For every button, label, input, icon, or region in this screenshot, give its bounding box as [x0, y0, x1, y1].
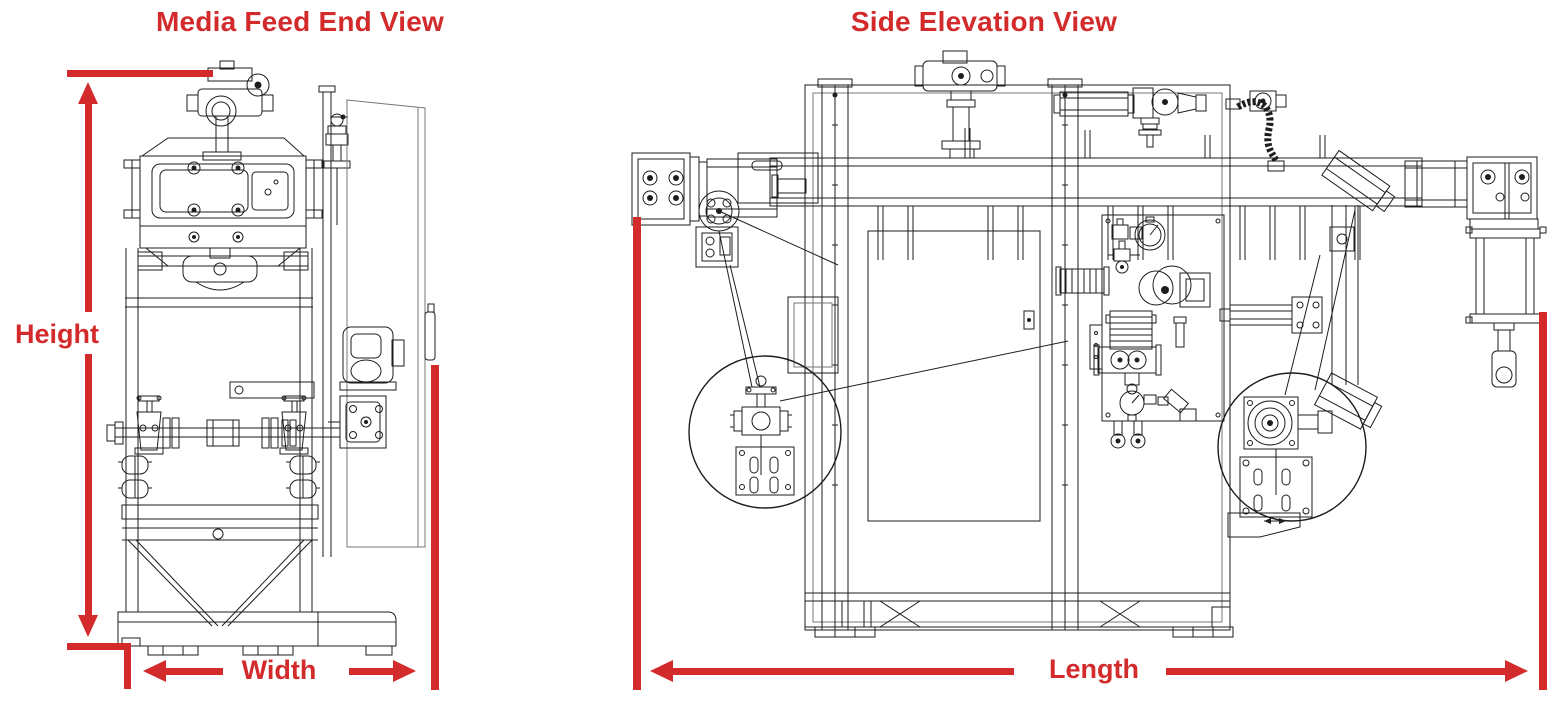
height-dimension-line-lower — [85, 354, 92, 616]
length-label: Length — [1049, 654, 1139, 684]
side-motor-and-gearbox — [328, 326, 405, 449]
media-pipe-beam — [737, 128, 1423, 260]
height-dimension-line-upper — [85, 102, 92, 312]
feed-housing — [123, 137, 323, 249]
gearmotor-detail-circle — [1217, 372, 1383, 522]
media-feed-end-line-drawing — [106, 60, 436, 656]
side-door-panel — [318, 85, 436, 557]
bearing-band-and-discharge — [137, 247, 309, 291]
relief-valve — [323, 113, 351, 225]
pipe-saddle-clamps — [118, 455, 320, 499]
mid-right-pipe — [1219, 296, 1323, 334]
clamp-valves — [134, 395, 309, 455]
pneumatic-control-panel — [1055, 214, 1225, 449]
lower-frame-and-base — [117, 504, 397, 656]
width-arrow-left — [143, 660, 166, 682]
height-dimension-extension-bottom — [67, 643, 131, 650]
side-elevation-view-title: Side Elevation View — [850, 6, 1118, 37]
top-piping-flex-hose — [1053, 87, 1287, 172]
right-cylinder-assembly — [1404, 156, 1547, 388]
height-arrow-down — [78, 615, 98, 637]
discharge-bracket — [1227, 512, 1301, 538]
length-arrow-left-shaft — [671, 668, 1014, 675]
length-arrow-left — [650, 660, 673, 682]
length-dimension-extension-left — [633, 217, 641, 690]
base-frame — [804, 592, 1234, 638]
left-cylinder-assembly — [631, 152, 839, 268]
width-dimension-extension-left — [124, 643, 131, 689]
height-label: Height — [15, 319, 99, 349]
media-feed-end-view-title: Media Feed End View — [155, 6, 445, 37]
height-dimension-extension-top — [67, 70, 213, 77]
length-arrow-right — [1505, 660, 1528, 682]
width-arrow-right — [393, 660, 416, 682]
tilted-motor-and-column — [1284, 149, 1396, 396]
length-arrow-right-shaft — [1166, 668, 1506, 675]
width-dimension-extension-right — [431, 365, 439, 690]
width-arrow-left-shaft — [164, 668, 223, 675]
frame-columns — [125, 248, 315, 612]
main-chamber — [787, 78, 1231, 631]
length-dimension-extension-right — [1539, 312, 1547, 690]
side-elevation-line-drawing — [631, 50, 1547, 638]
height-arrow-up — [78, 82, 98, 104]
width-label: Width — [241, 655, 317, 685]
top-actuator-assembly — [186, 60, 274, 161]
top-valve-assembly — [914, 50, 1006, 159]
width-arrow-right-shaft — [349, 668, 393, 675]
pinch-valve-detail-circle — [688, 230, 1069, 509]
